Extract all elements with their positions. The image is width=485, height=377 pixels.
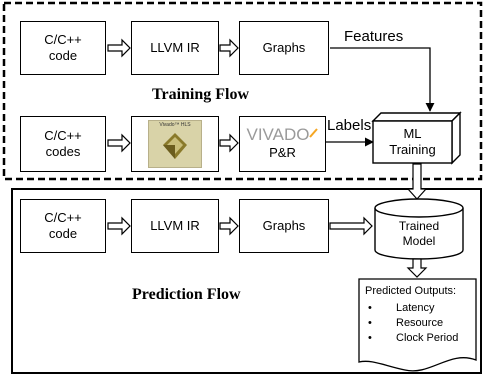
arrow-codes-to-hls <box>107 133 131 153</box>
output-clock-period: Clock Period <box>366 331 458 346</box>
hls-logo-caption: Vivado™ HLS <box>159 122 191 128</box>
vivado-logo: VIVADO <box>246 125 319 144</box>
prediction-flow-title: Prediction Flow <box>132 286 241 303</box>
ml-training-box <box>371 111 462 165</box>
vivado-hls-box: Vivado™ HLS <box>131 116 219 172</box>
arrow-ir-to-graphs <box>219 38 239 58</box>
prediction-source-code-box: C/C++ code <box>20 199 106 253</box>
arrow-model-to-outputs <box>406 258 428 278</box>
predicted-outputs-heading: Predicted Outputs: <box>365 285 457 297</box>
ml-training-label: ML Training <box>389 126 436 157</box>
features-label: Features <box>344 28 404 45</box>
prediction-graphs-box: Graphs <box>239 199 329 253</box>
training-graphs-box: Graphs <box>239 21 329 75</box>
vivado-pr-box: VIVADO P&R <box>239 116 326 172</box>
vivado-hls-logo: Vivado™ HLS <box>148 120 202 168</box>
arrow-pred-ir-to-graphs <box>219 216 239 236</box>
arrow-code-to-ir <box>107 38 131 58</box>
vivado-logo-mark <box>309 128 319 138</box>
vivado-logo-text: VIVADO <box>246 125 310 144</box>
features-connector <box>330 47 435 112</box>
hls-logo-icon <box>163 133 187 159</box>
prediction-flow-frame <box>11 188 482 374</box>
training-flow-title: Training Flow <box>152 86 250 103</box>
prediction-llvm-ir-box: LLVM IR <box>131 199 219 253</box>
predicted-outputs-list: Latency Resource Clock Period <box>366 301 458 346</box>
output-latency: Latency <box>366 301 458 316</box>
trained-model-label: Trained Model <box>398 219 440 248</box>
arrow-hls-to-vivado <box>219 133 239 153</box>
training-source-codes-box: C/C++ codes <box>20 116 106 172</box>
training-source-code-box: C/C++ code <box>20 21 106 75</box>
arrow-graphs-to-model <box>329 216 373 236</box>
arrow-ml-to-model <box>406 163 428 200</box>
labels-label: Labels <box>327 117 372 134</box>
training-flow-frame <box>2 1 483 181</box>
output-resource: Resource <box>366 316 458 331</box>
pr-label: P&R <box>269 145 296 160</box>
trained-model-cylinder <box>374 198 464 260</box>
arrow-pred-code-to-ir <box>107 216 131 236</box>
training-llvm-ir-box: LLVM IR <box>131 21 219 75</box>
